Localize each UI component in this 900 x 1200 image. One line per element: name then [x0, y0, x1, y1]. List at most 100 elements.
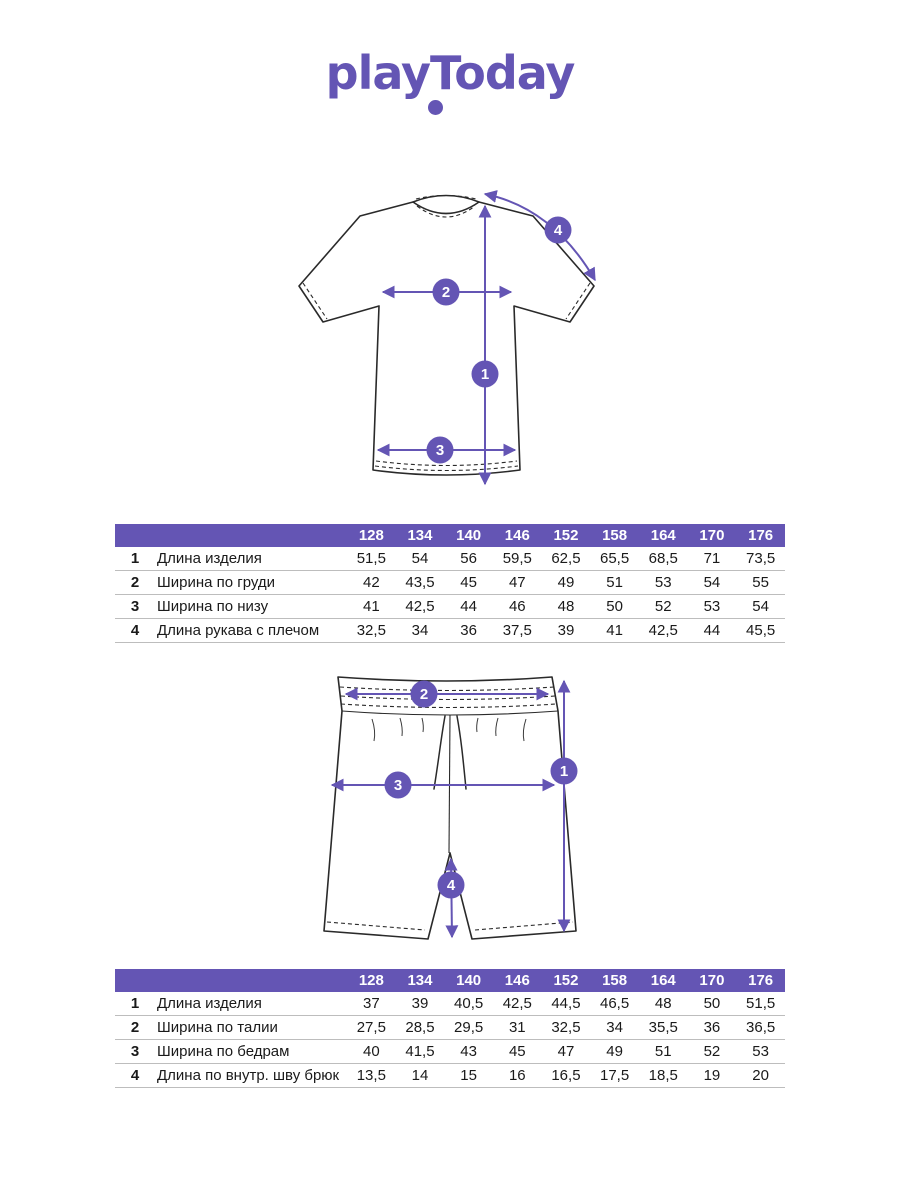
tshirt-marker-3: 3: [426, 436, 454, 464]
measurement-value: 62,5: [551, 550, 581, 567]
measurement-number: 3: [130, 1043, 140, 1060]
shorts-diagram: 2 3 1 4: [0, 663, 900, 953]
tshirt-drawing: 2 1 3 4: [298, 189, 596, 486]
measurement-value: 17,5: [600, 1067, 630, 1084]
measurement-value: 45,5: [746, 622, 776, 639]
stitching-lines: [302, 194, 591, 472]
measurement-value: 45: [460, 574, 477, 591]
measurement-number: 4: [130, 1067, 140, 1084]
measurement-value: 37,5: [502, 622, 532, 639]
measurement-value: 48: [557, 598, 575, 615]
shorts-drawing: 2 3 1 4: [323, 676, 578, 940]
tshirt-marker-2: 2: [432, 278, 460, 306]
measurement-value: 15: [460, 1067, 477, 1084]
brand-logo-text: playToday: [325, 46, 576, 100]
measurement-value: 52: [703, 1043, 721, 1060]
measurement-value: 42: [362, 574, 380, 591]
measurement-label: Длина изделия: [157, 995, 262, 1012]
measurement-value: 47: [557, 1043, 575, 1060]
svg-text:2: 2: [442, 284, 450, 301]
size-header-cell: 176: [736, 524, 785, 547]
header-spacer: [155, 524, 347, 547]
measurement-value: 50: [606, 598, 623, 615]
measurement-label: Длина по внутр. шву брюк: [157, 1067, 340, 1084]
measurement-value: 44: [703, 622, 721, 639]
measurement-value: 27,5: [356, 1019, 386, 1036]
measurement-label: Ширина по груди: [157, 574, 276, 591]
measurement-value: 14: [411, 1067, 429, 1084]
measurement-label: Длина изделия: [157, 550, 262, 567]
measurement-value: 53: [654, 574, 672, 591]
measurement-number: 1: [130, 550, 140, 567]
measurement-value: 54: [752, 598, 769, 615]
measurement-number: 2: [130, 1019, 140, 1036]
measurement-value: 44: [460, 598, 477, 615]
measurement-number: 1: [130, 995, 140, 1012]
measurement-value: 41: [606, 622, 623, 639]
svg-text:2: 2: [420, 686, 428, 703]
measurement-value: 68,5: [648, 550, 678, 567]
measurement-label: Ширина по низу: [157, 598, 269, 615]
measurement-value: 39: [557, 622, 575, 639]
header-spacer: [155, 969, 347, 992]
measurement-value: 46,5: [600, 995, 630, 1012]
svg-text:1: 1: [560, 763, 568, 780]
tshirt-marker-1: 1: [471, 360, 499, 388]
tshirt-marker-4: 4: [544, 216, 572, 244]
measurement-value: 31: [508, 1019, 526, 1036]
size-header-cell: 140: [444, 524, 493, 547]
measurement-value: 73,5: [746, 550, 776, 567]
shorts-marker-4: 4: [437, 871, 465, 899]
measurement-value: 53: [752, 1043, 769, 1060]
measurement-value: 47: [508, 574, 526, 591]
header-spacer: [115, 969, 155, 992]
measurement-value: 39: [411, 995, 429, 1012]
size-header-cell: 170: [687, 969, 737, 992]
measurement-value: 16,5: [551, 1067, 581, 1084]
measurement-number: 3: [130, 598, 140, 615]
measurement-value: 36: [703, 1019, 721, 1036]
measurement-value: 19: [703, 1067, 721, 1084]
size-header-cell: 152: [541, 524, 591, 547]
measurement-number: 2: [130, 574, 140, 591]
size-header-cell: 128: [347, 524, 396, 547]
measurement-value: 34: [411, 622, 429, 639]
brand-logo-dot-icon: [428, 100, 443, 115]
measurement-value: 53: [703, 598, 721, 615]
svg-text:4: 4: [554, 222, 563, 239]
svg-text:3: 3: [436, 442, 444, 459]
size-header-cell: 146: [492, 524, 542, 547]
measurement-value: 16: [508, 1067, 526, 1084]
measurement-value: 35,5: [648, 1019, 678, 1036]
measurement-value: 41,5: [405, 1043, 435, 1060]
size-header-cell: 158: [590, 969, 639, 992]
measurement-value: 29,5: [454, 1019, 484, 1036]
svg-text:1: 1: [481, 366, 489, 383]
gather-lines: [371, 717, 527, 742]
measurement-label: Длина рукава с плечом: [157, 622, 320, 639]
measurement-value: 56: [460, 550, 477, 567]
measurement-value: 55: [752, 574, 769, 591]
measurement-value: 54: [703, 574, 721, 591]
measurement-value: 44,5: [551, 995, 581, 1012]
shorts-marker-2: 2: [410, 680, 438, 708]
measurement-value: 52: [654, 598, 672, 615]
measurement-number: 4: [130, 622, 140, 639]
size-header-cell: 158: [590, 524, 639, 547]
shorts-marker-1: 1: [550, 757, 578, 785]
measurement-value: 41: [362, 598, 380, 615]
header-spacer: [115, 524, 155, 547]
measurement-value: 51,5: [746, 995, 776, 1012]
measurement-value: 28,5: [405, 1019, 435, 1036]
measurement-value: 45: [508, 1043, 526, 1060]
size-header-cell: 152: [541, 969, 591, 992]
